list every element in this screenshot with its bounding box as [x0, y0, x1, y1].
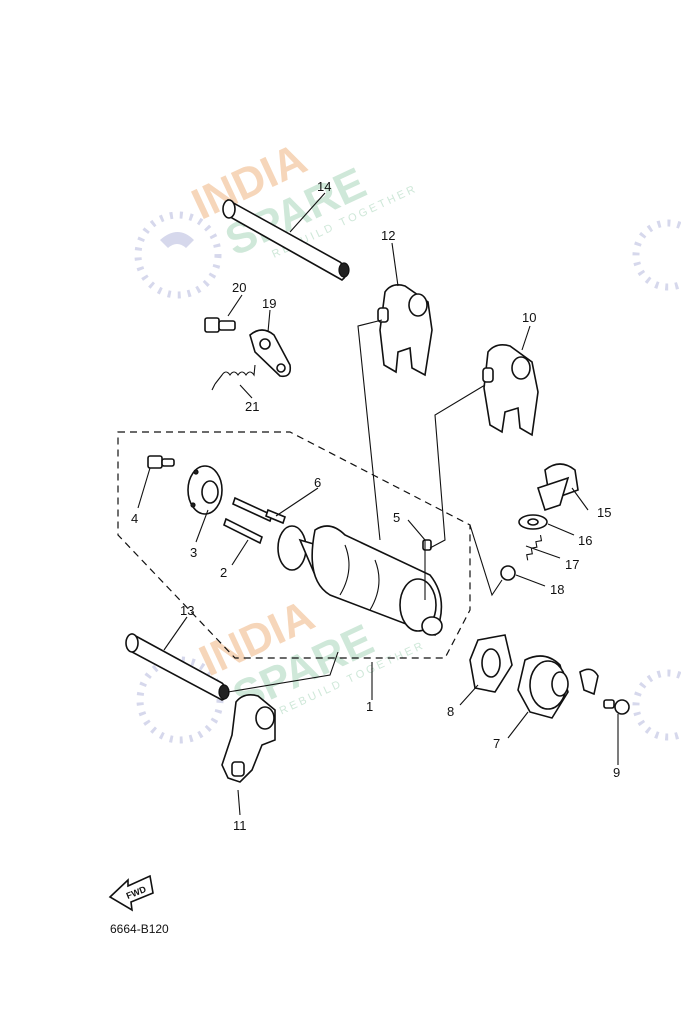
callout-19: 19 — [262, 296, 276, 311]
part-2-pins — [223, 496, 273, 545]
part-19-stopper-lever — [249, 329, 292, 378]
part-14-guide-bar — [222, 199, 350, 281]
leader-lines — [137, 192, 619, 816]
part-1-shift-drum — [277, 525, 443, 637]
part-7-cover — [517, 655, 569, 719]
part-15-plug — [536, 463, 579, 512]
diagram-code: 6664-B120 — [110, 922, 169, 936]
part-12-shift-fork — [377, 284, 433, 377]
callout-4: 4 — [131, 511, 138, 526]
callout-6: 6 — [314, 475, 321, 490]
callout-1: 1 — [366, 699, 373, 714]
callout-17: 17 — [565, 557, 579, 572]
callout-5: 5 — [393, 510, 400, 525]
part-5-pin — [422, 539, 432, 551]
part-3-segment — [187, 465, 223, 515]
callout-9: 9 — [613, 765, 620, 780]
part-8-gasket — [469, 634, 513, 693]
part-17-spring — [526, 534, 543, 561]
callout-8: 8 — [447, 704, 454, 719]
callout-7: 7 — [493, 736, 500, 751]
callout-11: 11 — [233, 818, 247, 833]
part-20-bolt — [204, 317, 236, 333]
callout-12: 12 — [381, 228, 395, 243]
part-11-shift-fork — [221, 694, 276, 783]
part-13-guide-bar — [125, 633, 230, 701]
fwd-arrow-icon: FWD — [108, 874, 154, 912]
callout-21: 21 — [245, 399, 259, 414]
part-10-shift-fork — [482, 344, 539, 437]
part-4-bolt — [147, 455, 175, 469]
callout-2: 2 — [220, 565, 227, 580]
part-18-ball — [500, 565, 516, 581]
callout-labels: 1 2 3 4 5 6 7 8 9 10 11 12 13 14 15 16 1… — [131, 179, 620, 833]
callout-18: 18 — [550, 582, 564, 597]
watermark-top: INDIA SPARE REBUILD TOGETHER — [134, 134, 681, 299]
part-9-screw — [579, 668, 630, 715]
callout-16: 16 — [578, 533, 592, 548]
callout-13: 13 — [180, 603, 194, 618]
callout-3: 3 — [190, 545, 197, 560]
assembly-boundary — [117, 431, 471, 659]
part-21-spring — [211, 364, 256, 391]
callout-15: 15 — [597, 505, 611, 520]
callout-20: 20 — [232, 280, 246, 295]
callout-14: 14 — [317, 179, 331, 194]
part-16-washer — [518, 514, 548, 530]
part-6-pin — [265, 508, 286, 525]
callout-10: 10 — [522, 310, 536, 325]
